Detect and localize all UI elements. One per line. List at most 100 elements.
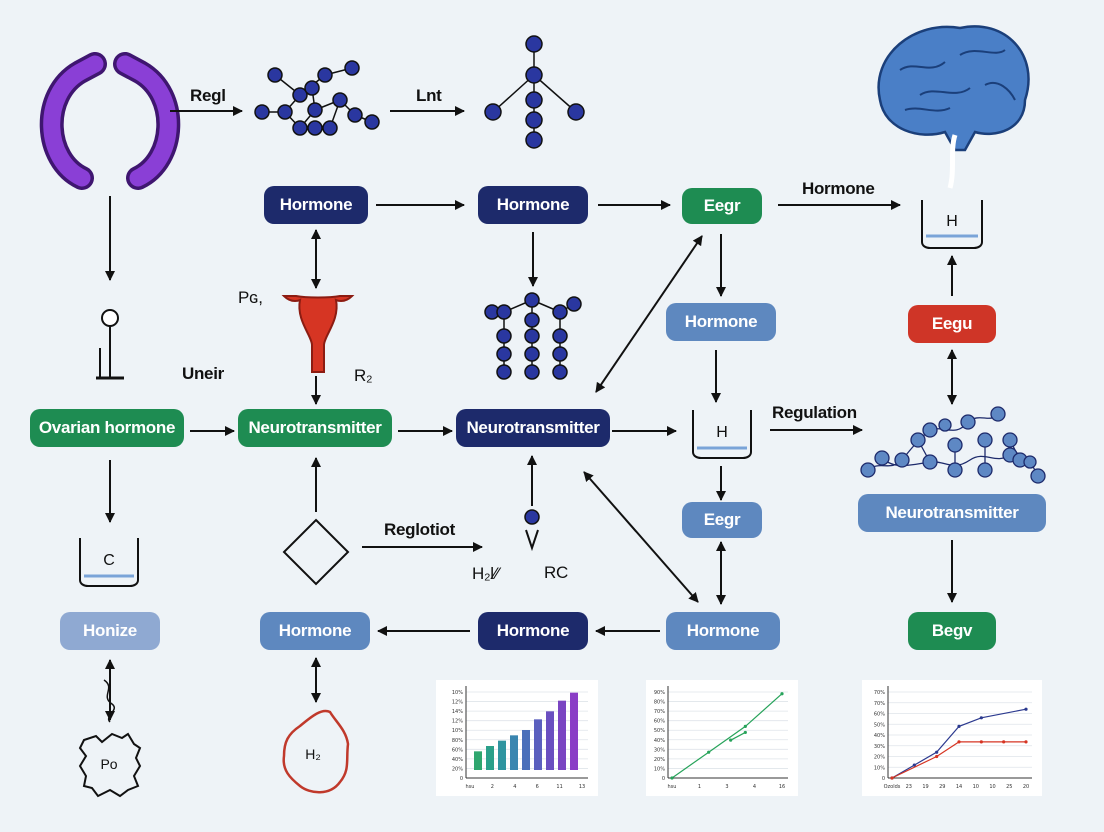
x-tick-label: 3 xyxy=(725,784,728,790)
y-tick-label: 90% xyxy=(654,690,665,696)
x-tick-label: 11 xyxy=(556,784,562,790)
node-eegr-top[interactable]: Eegr xyxy=(682,188,762,224)
y-tick-label: 12% xyxy=(452,700,463,706)
label-lnt: Lnt xyxy=(416,86,442,105)
label-h2l: H₂l⁄⁄ xyxy=(472,564,499,583)
network-molecule-icon xyxy=(860,406,1046,484)
y-tick-label: 50% xyxy=(874,722,885,728)
beaker-c xyxy=(79,538,139,587)
y-tick-label: 80% xyxy=(452,738,463,744)
arrow-diag-up xyxy=(595,235,703,393)
node-hormone-b2[interactable]: Hormone xyxy=(478,612,588,650)
y-tick-label: 60% xyxy=(452,747,463,753)
series-point xyxy=(935,754,939,759)
series-point xyxy=(743,724,747,728)
blob-icon xyxy=(78,732,142,798)
wavy-link xyxy=(103,679,115,723)
x-tick-label: Ozolds xyxy=(884,784,901,790)
red-receptor-icon xyxy=(281,295,355,373)
bar-mark xyxy=(498,740,506,770)
node-neurotransmitter-1[interactable]: Neurotransmitter xyxy=(238,409,392,447)
series-point xyxy=(729,738,733,742)
node-begv[interactable]: Begv xyxy=(908,612,996,650)
x-tick-label: 13 xyxy=(579,784,585,790)
bar-mark xyxy=(474,751,482,770)
node-honize[interactable]: Honize xyxy=(60,612,160,650)
y-tick-label: 70% xyxy=(874,690,885,696)
x-tick-label: 19 xyxy=(922,784,928,790)
y-tick-label: 0 xyxy=(662,776,665,782)
y-tick-label: 70% xyxy=(654,709,665,715)
series-point xyxy=(1024,740,1028,744)
x-tick-label: 6 xyxy=(536,784,539,790)
blob-text: Pᴏ xyxy=(100,756,118,772)
series-line xyxy=(891,708,1027,779)
x-tick-label: 2 xyxy=(491,784,494,790)
y-tick-label: 0 xyxy=(882,776,885,782)
y-tick-label: 70% xyxy=(874,701,885,707)
beaker-c-text: C xyxy=(103,552,115,569)
series-line xyxy=(671,693,783,779)
x-tick-label: hsu xyxy=(668,784,677,790)
label-r2: R₂ xyxy=(354,366,373,385)
y-tick-label: 0 xyxy=(460,776,463,782)
molecule-cluster-icon xyxy=(254,60,380,136)
y-tick-label: 12% xyxy=(452,719,463,725)
label-regl: Regl xyxy=(190,86,226,105)
x-tick-label: 4 xyxy=(753,784,756,790)
y-tick-label: 60% xyxy=(654,719,665,725)
series-point xyxy=(912,763,916,767)
receptor-icon xyxy=(39,52,181,190)
label-hormone-top: Hormone xyxy=(802,179,875,198)
y-tick-label: 40% xyxy=(874,733,885,739)
series-point xyxy=(1024,707,1028,711)
series-point xyxy=(979,716,983,720)
diamond-icon xyxy=(282,518,350,586)
series-line xyxy=(891,741,1026,779)
x-tick-label: 16 xyxy=(779,784,785,790)
node-hormone-b1[interactable]: Hormone xyxy=(260,612,370,650)
red-cell-text: H₂ xyxy=(305,746,321,762)
node-eegr-mid[interactable]: Eegr xyxy=(682,502,762,538)
series-point xyxy=(957,724,961,728)
red-cell-icon xyxy=(282,709,350,794)
node-hormone-1[interactable]: Hormone xyxy=(264,186,368,224)
series-point xyxy=(1002,740,1006,744)
series-point xyxy=(743,730,747,735)
label-rc: RC xyxy=(544,563,568,582)
arrow-diag-down xyxy=(583,471,699,603)
node-ovarian-hormone[interactable]: Ovarian hormone xyxy=(30,409,184,447)
y-tick-label: 30% xyxy=(874,744,885,750)
node-hormone-b3[interactable]: Hormone xyxy=(666,612,780,650)
bar-mark xyxy=(534,719,542,770)
node-neurotransmitter-2[interactable]: Neurotransmitter xyxy=(456,409,610,447)
beaker-h-mid xyxy=(692,410,752,459)
series-point xyxy=(707,750,711,754)
bar-mark xyxy=(570,692,578,770)
beaker-h-mid-text: H xyxy=(716,424,728,441)
series-point xyxy=(780,692,784,696)
small-molecule-icon xyxy=(524,509,540,525)
series-point xyxy=(890,776,894,780)
node-neurotransmitter-right[interactable]: Neurotransmitter xyxy=(858,494,1046,532)
chart-bg xyxy=(862,680,1042,796)
y-tick-label: 20% xyxy=(654,757,665,763)
label-uneir: Uneir xyxy=(182,364,224,383)
x-tick-label: 10 xyxy=(989,784,995,790)
y-tick-label: 20% xyxy=(452,766,463,772)
node-hormone-2[interactable]: Hormone xyxy=(478,186,588,224)
node-eegu[interactable]: Eegu xyxy=(908,305,996,343)
molecule-tree-icon xyxy=(484,35,585,149)
y-tick-label: 40% xyxy=(452,757,463,763)
bar-mark xyxy=(486,746,494,770)
y-tick-label: 10% xyxy=(452,728,463,734)
x-tick-label: 20 xyxy=(1023,784,1029,790)
node-hormone-mid[interactable]: Hormone xyxy=(666,303,776,341)
y-tick-label: 80% xyxy=(654,700,665,706)
y-tick-label: 30% xyxy=(654,747,665,753)
beaker-h-top xyxy=(921,200,983,249)
